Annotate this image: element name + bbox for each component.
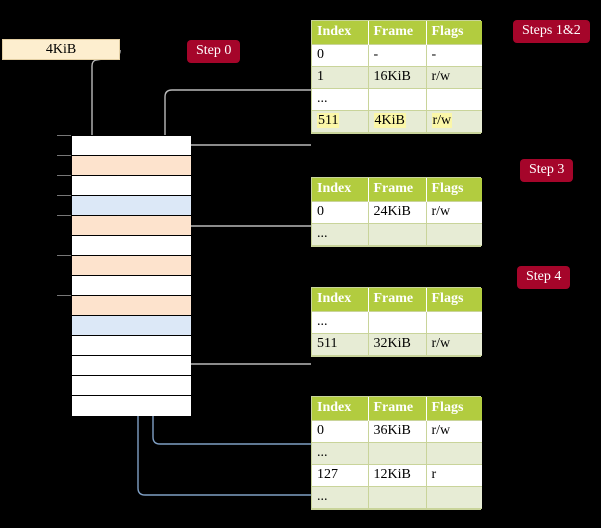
table-row: ... [312, 223, 482, 246]
table-row: 511 4KiB r/w [312, 110, 482, 133]
column-header-index: Index [312, 21, 369, 45]
memory-frame-row [72, 156, 191, 176]
table-cell-frame [367, 88, 427, 111]
table-cell-flags: r/w [425, 420, 482, 443]
step-badge-step3: Step 3 [520, 159, 574, 182]
highlighted-value: 4KiB [373, 113, 406, 128]
table-cell-frame [367, 223, 427, 246]
table-cell-index: 0 [312, 420, 369, 443]
table-cell-index: ... [312, 311, 369, 334]
memory-tick [57, 195, 71, 196]
memory-tick [57, 155, 71, 156]
table-cell-flags [425, 311, 482, 334]
table-cell-frame: 32KiB [367, 333, 427, 356]
column-header-frame: Frame [368, 397, 427, 421]
step-badge-step4: Step 4 [517, 266, 571, 289]
table-cell-frame: - [367, 44, 427, 67]
highlighted-value: 511 [317, 113, 340, 128]
memory-frame-row [72, 356, 191, 376]
column-header-frame: Frame [368, 288, 427, 312]
table-cell-index: 511 [312, 110, 369, 133]
table-cell-index: 0 [312, 44, 369, 67]
memory-tick [57, 295, 71, 296]
table-cell-flags: r [425, 464, 482, 487]
table-cell-flags [425, 88, 482, 111]
memory-frame-row [72, 216, 191, 236]
memory-frame-row [72, 376, 191, 396]
memory-frame-row [72, 176, 191, 196]
table-cell-frame: 16KiB [367, 66, 427, 89]
memory-frame-row [72, 336, 191, 356]
table-cell-index: ... [312, 88, 369, 111]
table-row: 0-- [312, 44, 482, 67]
table-cell-index: 511 [312, 333, 369, 356]
table-cell-index: 0 [312, 201, 369, 224]
column-header-index: Index [312, 397, 369, 421]
column-header-flags: Flags [426, 178, 482, 202]
table-cell-frame: 24KiB [367, 201, 427, 224]
table-row: ... [312, 311, 482, 334]
table-cell-flags: r/w [425, 201, 482, 224]
table-cell-flags [425, 442, 482, 465]
table-cell-flags: r/w [425, 66, 482, 89]
request-size-label: 4KiB [45, 41, 77, 57]
step-badge-steps12: Steps 1&2 [513, 20, 590, 43]
table-cell-index: ... [312, 223, 369, 246]
memory-frame-row [72, 236, 191, 256]
table-cell-flags [425, 223, 482, 246]
memory-frame-row [72, 276, 191, 296]
column-header-flags: Flags [426, 288, 482, 312]
table-row: ... [312, 442, 482, 465]
physical-memory-column [71, 135, 191, 416]
memory-tick [57, 135, 71, 136]
table-cell-frame [367, 486, 427, 509]
table-cell-index: 1 [312, 66, 369, 89]
table-cell-frame: 36KiB [367, 420, 427, 443]
table-cell-frame [367, 311, 427, 334]
table-row: ... [312, 88, 482, 111]
request-size-box: 4KiB [2, 39, 120, 60]
table-cell-index: ... [312, 486, 369, 509]
column-header-index: Index [312, 288, 369, 312]
table-cell-flags: - [425, 44, 482, 67]
table-cell-index: ... [312, 442, 369, 465]
table-cell-flags: r/w [425, 333, 482, 356]
column-header-flags: Flags [426, 21, 482, 45]
column-header-flags: Flags [426, 397, 482, 421]
memory-tick [57, 255, 71, 256]
memory-frame-row [72, 256, 191, 276]
table-cell-frame [367, 442, 427, 465]
memory-frame-row [72, 136, 191, 156]
table-cell-frame: 12KiB [367, 464, 427, 487]
step-badge-step0: Step 0 [187, 40, 241, 63]
column-header-frame: Frame [368, 21, 427, 45]
memory-frame-row [72, 396, 191, 416]
table-cell-index: 127 [312, 464, 369, 487]
table-row: ... [312, 486, 482, 509]
memory-frame-row [72, 196, 191, 216]
table-cell-frame: 4KiB [367, 110, 427, 133]
memory-tick [57, 215, 71, 216]
column-header-index: Index [312, 178, 369, 202]
table-cell-flags [425, 486, 482, 509]
memory-frame-row [72, 296, 191, 316]
column-header-frame: Frame [368, 178, 427, 202]
memory-frame-row [72, 316, 191, 336]
table-cell-flags: r/w [425, 110, 482, 133]
highlighted-value: r/w [431, 113, 453, 128]
memory-tick [57, 175, 71, 176]
